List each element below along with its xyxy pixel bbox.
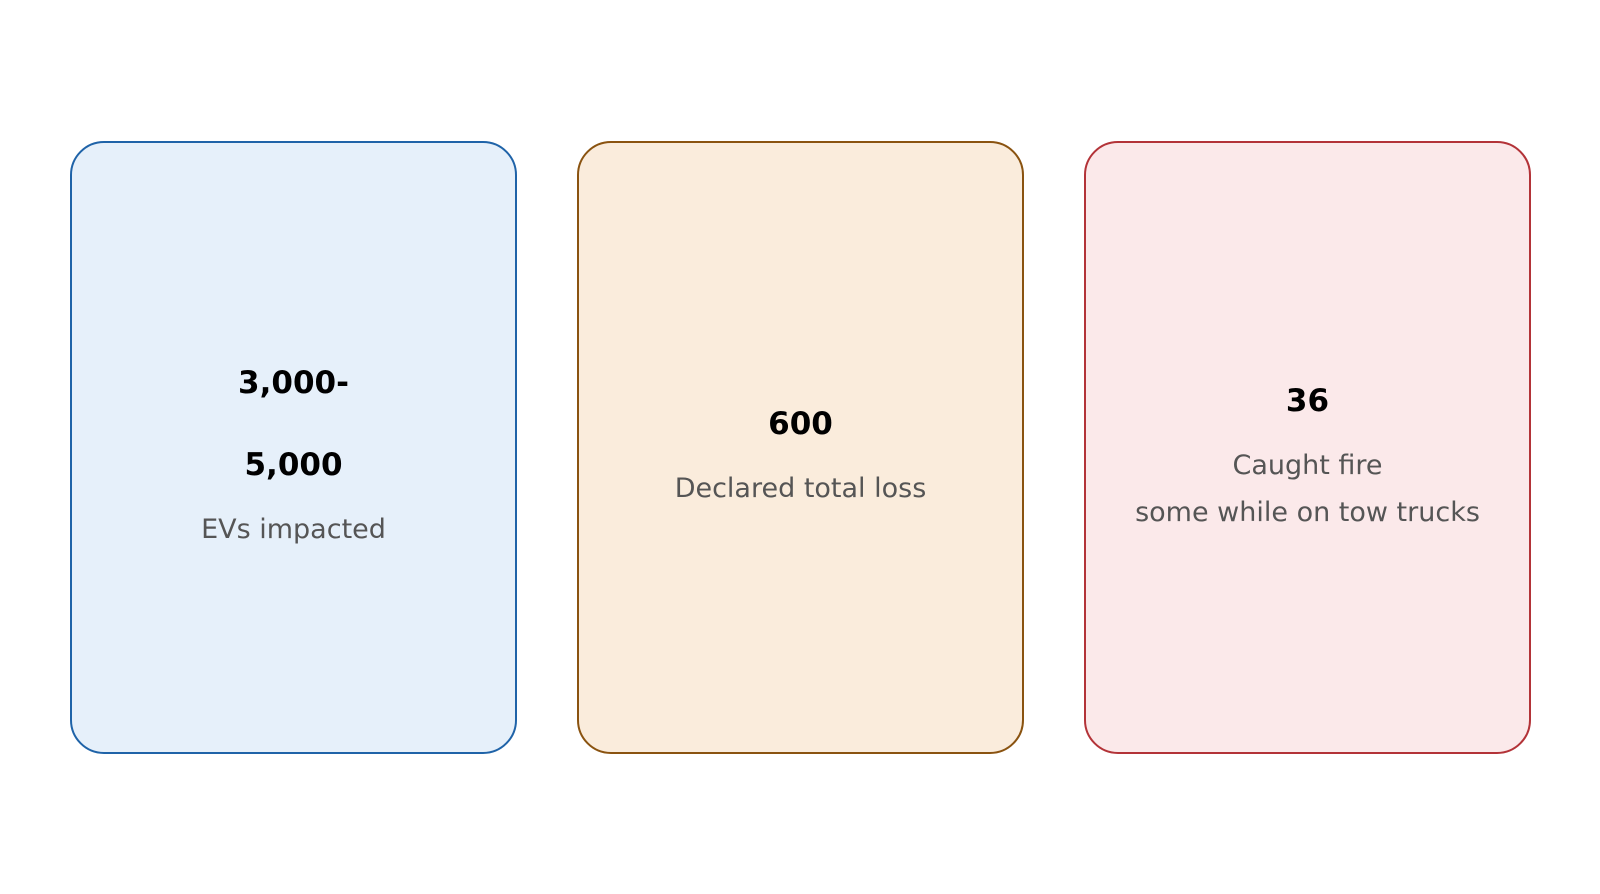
stat-label: EVs impacted (201, 514, 386, 545)
stat-label-line-1: Caught fire (1232, 449, 1383, 481)
stat-value-line-2: 5,000 (244, 447, 343, 483)
stat-card-evs-impacted: 3,000- 5,000 EVs impacted (70, 141, 517, 754)
stat-label: Declared total loss (674, 473, 927, 504)
stat-label-line-2: some while on tow trucks (1135, 496, 1480, 528)
stat-card-total-loss: 600 Declared total loss (577, 141, 1024, 754)
stat-value-line-1: 3,000- (238, 365, 349, 401)
stat-value: 36 (1285, 382, 1330, 419)
stat-value: 600 (768, 406, 833, 442)
stat-card-caught-fire: 36 Caught fire some while on tow trucks (1084, 141, 1531, 754)
